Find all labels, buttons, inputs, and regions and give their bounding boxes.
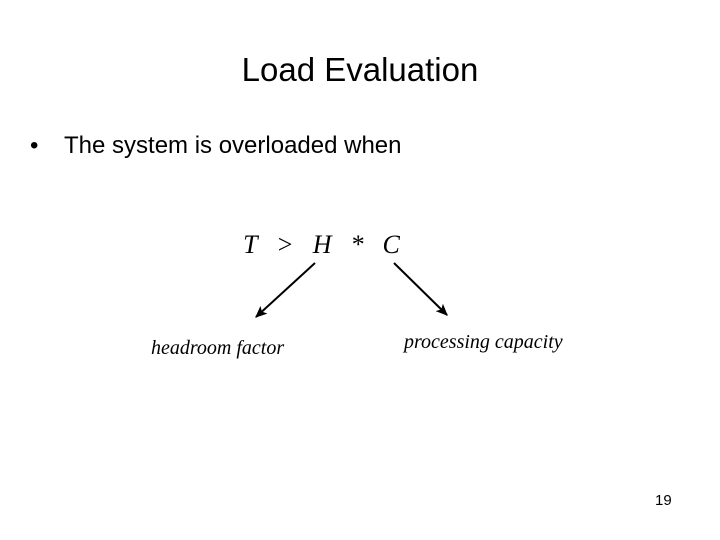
- bullet-list-item: • The system is overloaded when: [30, 131, 402, 161]
- page-title: Load Evaluation: [241, 51, 479, 88]
- bullet-marker-icon: •: [30, 132, 39, 159]
- arrow-to-processing-capacity: [393, 262, 448, 316]
- annotation-label-headroom-factor: headroom factor: [151, 337, 285, 359]
- arrow-to-headroom-factor: [255, 262, 316, 318]
- bullet-item-label: The system is overloaded when: [64, 132, 402, 159]
- formula-expression: T > H * C: [243, 230, 402, 259]
- page-number: 19: [655, 492, 672, 509]
- annotation-label-processing-capacity: processing capacity: [404, 331, 563, 353]
